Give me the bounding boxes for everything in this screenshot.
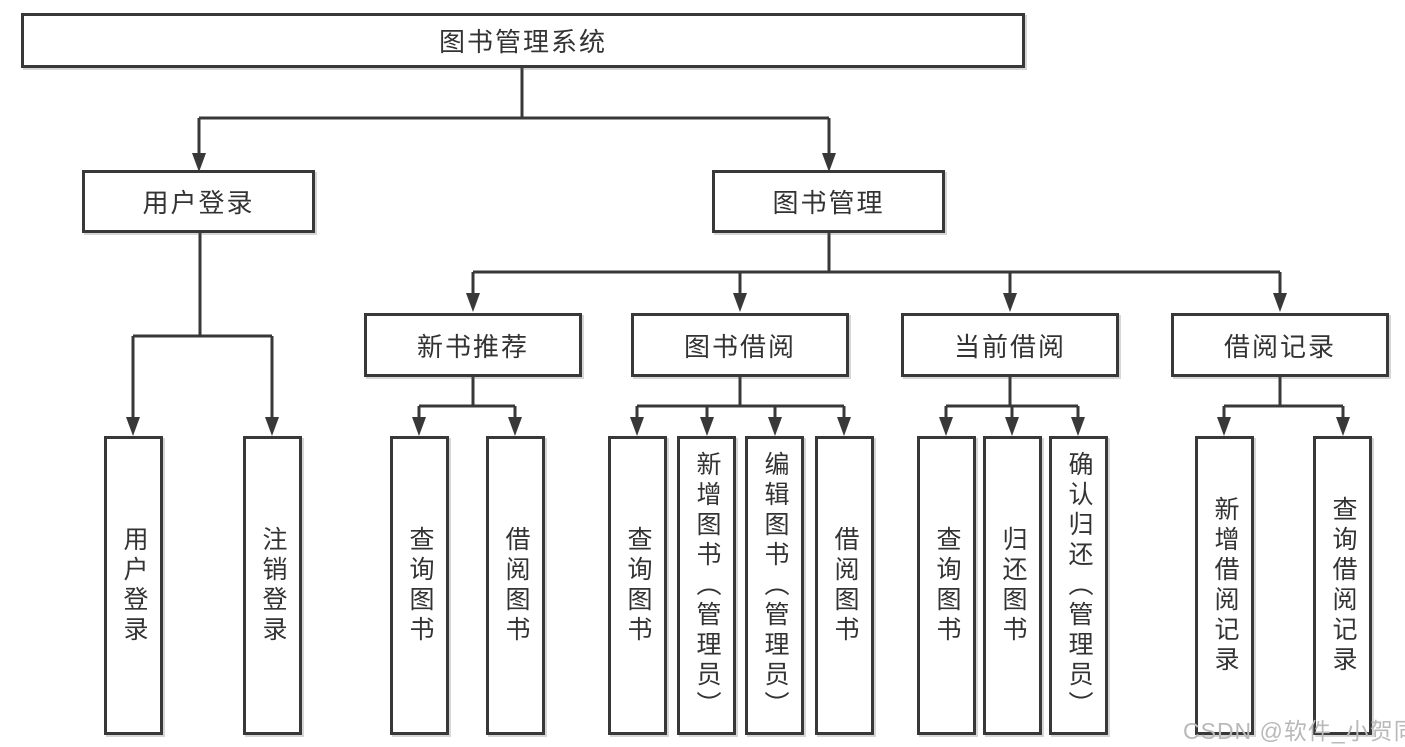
leaf-current-return-books: 归还图书 [983, 436, 1042, 735]
leaf-recommend-borrow-books: 借阅图书 [486, 436, 545, 735]
leaf-recommend-query-books: 查询图书 [390, 436, 449, 735]
node-label: 图书借阅 [683, 331, 796, 362]
leaf-label: 归还图书 [999, 525, 1027, 646]
node-label: 当前借阅 [953, 331, 1066, 362]
leaf-user-login: 用户登录 [104, 436, 163, 735]
node-book-borrowing: 图书借阅 [631, 313, 849, 377]
leaf-label: 确认归还（管理员） [1065, 450, 1093, 721]
node-label: 新书推荐 [416, 331, 529, 362]
leaf-records-add-borrow-record: 新增借阅记录 [1195, 436, 1254, 735]
node-user-login: 用户登录 [82, 170, 315, 233]
node-label: 图书管理 [772, 188, 885, 218]
node-new-book-recommendation: 新书推荐 [364, 313, 582, 377]
leaf-borrow-query-books: 查询图书 [608, 436, 667, 735]
leaf-borrow-add-books-admin: 新增图书（管理员） [677, 436, 736, 735]
leaf-label: 新增图书（管理员） [693, 450, 721, 721]
leaf-logout: 注销登录 [243, 436, 302, 735]
leaf-borrow-borrow-books: 借阅图书 [815, 436, 874, 735]
leaf-label: 查询图书 [406, 525, 434, 646]
leaf-label: 编辑图书（管理员） [761, 450, 789, 721]
node-borrowing-records: 借阅记录 [1171, 313, 1389, 377]
watermark: CSDN @软件_小贺同学 [1183, 718, 1405, 744]
leaf-current-query-books: 查询图书 [917, 436, 976, 735]
node-root: 图书管理系统 [21, 13, 1025, 68]
leaf-label: 注销登录 [259, 525, 287, 646]
connector-segments [131, 68, 1345, 418]
node-label: 图书管理系统 [438, 27, 607, 57]
leaf-records-query-borrow-record: 查询借阅记录 [1313, 436, 1372, 735]
leaf-label: 借阅图书 [502, 525, 530, 646]
node-label: 用户登录 [142, 188, 255, 218]
node-label: 借阅记录 [1223, 331, 1336, 362]
leaf-label: 查询借阅记录 [1329, 495, 1357, 676]
leaf-borrow-edit-books-admin: 编辑图书（管理员） [745, 436, 804, 735]
node-current-borrowing: 当前借阅 [901, 313, 1119, 377]
leaf-label: 查询图书 [933, 525, 961, 646]
leaf-label: 新增借阅记录 [1211, 495, 1239, 676]
leaf-label: 借阅图书 [831, 525, 859, 646]
leaf-current-confirm-return-admin: 确认归还（管理员） [1049, 436, 1108, 735]
leaf-label: 查询图书 [624, 525, 652, 646]
node-book-management: 图书管理 [712, 170, 945, 233]
connector-arrowheads [126, 153, 1350, 436]
leaf-label: 用户登录 [120, 525, 148, 646]
